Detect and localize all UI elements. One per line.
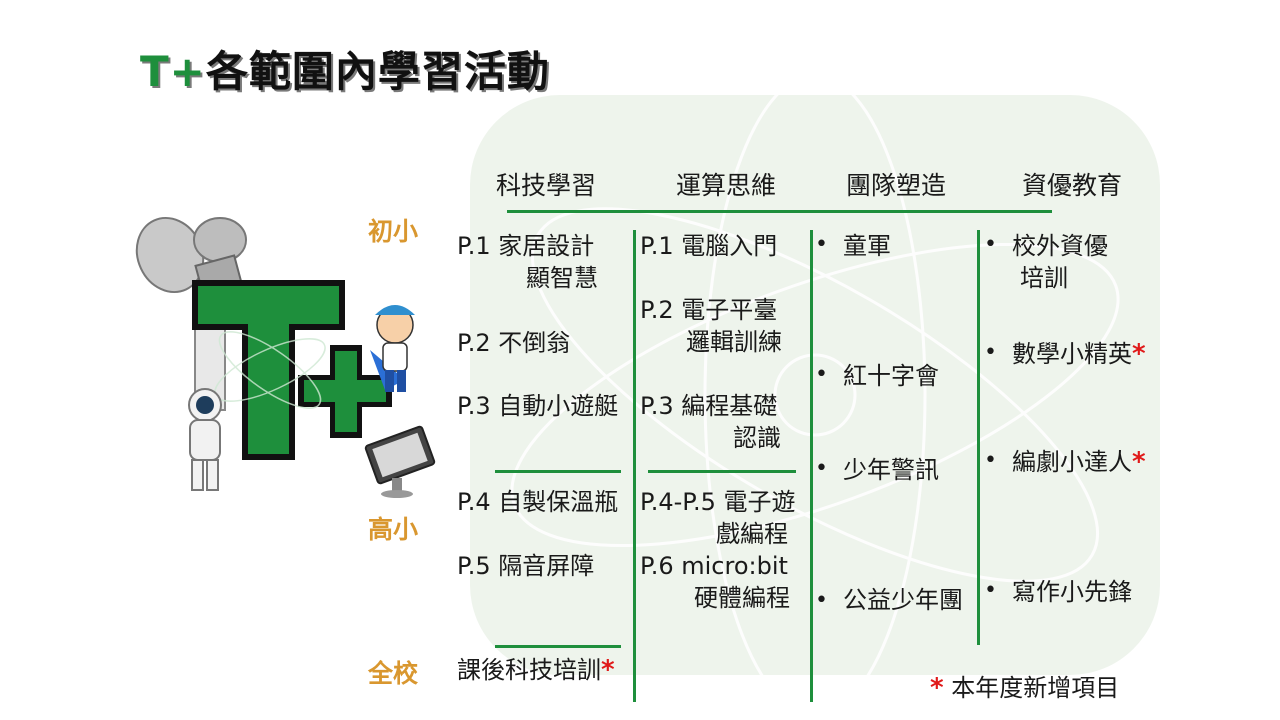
legend-text: 本年度新增項目 <box>951 674 1120 702</box>
tech-p5: P.5 隔音屏障 <box>457 552 595 580</box>
header-tech: 科技學習 <box>495 171 596 200</box>
tech-p1: P.1 家居設計 <box>457 230 594 262</box>
legend-note: * 本年度新增項目 <box>930 668 1119 703</box>
column-divider-2 <box>810 230 813 702</box>
gifted-item-1-line1: 校外資優 <box>1012 232 1108 260</box>
gifted-bullet-4: • <box>984 578 997 603</box>
comp-level-divider <box>648 470 796 473</box>
atom-decoration <box>510 95 1120 675</box>
team-item-2: 紅十字會 <box>843 362 939 390</box>
gifted-item-1-line2: 培訓 <box>1020 264 1068 292</box>
comp-p3-line1: P.3 編程基礎 <box>640 392 778 420</box>
title-text: 各範圍內學習活動 <box>205 47 550 96</box>
tech-p1-code: P.1 <box>457 232 491 260</box>
gifted-item-4: 寫作小先鋒 <box>1012 578 1132 606</box>
header-team: 團隊塑造 <box>845 171 946 200</box>
gifted-item-3: 編劇小達人* <box>1012 446 1146 478</box>
tech-whole-label: 課後科技培訓 <box>457 656 601 684</box>
new-item-star: * <box>601 655 615 685</box>
comp-p1: P.1 電腦入門 <box>640 232 778 260</box>
tech-level-divider <box>495 470 621 473</box>
tech-p1-line2: 顯智慧 <box>526 264 598 292</box>
gifted-item-2: 數學小精英* <box>1012 338 1146 370</box>
tech-p1-line1: 家居設計 <box>498 232 595 260</box>
header-divider <box>507 210 1052 213</box>
comp-p3-line2: 認識 <box>733 424 781 452</box>
astronaut-icon <box>188 388 222 491</box>
new-item-star: * <box>1132 339 1146 369</box>
gifted-bullet-1: • <box>984 232 997 257</box>
comp-p2-line2: 邏輯訓練 <box>686 328 782 356</box>
tech-whole: 課後科技培訓* <box>457 654 615 686</box>
tech-whole-divider <box>495 645 621 648</box>
column-divider-3 <box>977 230 980 645</box>
header-gifted: 資優教育 <box>1021 171 1122 200</box>
level-lower: 初小 <box>368 217 419 246</box>
header-computational: 運算思維 <box>675 171 776 200</box>
gifted-item-2-label: 數學小精英 <box>1012 340 1132 368</box>
team-bullet-2: • <box>815 362 828 387</box>
kid-superhero-icon <box>370 305 415 392</box>
tech-p2: P.2 不倒翁 <box>457 329 571 357</box>
comp-p6-line2: 硬體編程 <box>694 584 790 612</box>
comp-p45-line2: 戲編程 <box>716 520 788 548</box>
team-bullet-1: • <box>815 232 828 257</box>
level-upper: 高小 <box>368 515 419 544</box>
team-item-1: 童軍 <box>843 232 891 260</box>
team-item-3: 少年警訊 <box>843 456 939 484</box>
title-prefix: T+ <box>140 47 206 96</box>
gifted-item-3-label: 編劇小達人 <box>1012 448 1132 476</box>
gifted-bullet-3: • <box>984 448 997 473</box>
comp-p2-line1: P.2 電子平臺 <box>640 296 778 324</box>
comp-p6-line1: P.6 micro:bit <box>640 552 788 580</box>
computer-monitor-icon <box>364 425 436 498</box>
level-whole: 全校 <box>368 659 419 688</box>
comp-p45-line1: P.4-P.5 電子遊 <box>640 488 796 516</box>
background-panel <box>470 95 1160 675</box>
tplus-illustration <box>135 217 436 498</box>
new-item-star: * <box>1132 447 1146 477</box>
team-item-4: 公益少年團 <box>843 586 963 614</box>
page-title: T+各範圍內學習活動 <box>140 38 550 99</box>
tech-p4: P.4 自製保溫瓶 <box>457 488 619 516</box>
gifted-bullet-2: • <box>984 340 997 365</box>
tech-p3: P.3 自動小遊艇 <box>457 392 619 420</box>
team-bullet-3: • <box>815 456 828 481</box>
team-bullet-4: • <box>815 588 828 613</box>
column-divider-1 <box>633 230 636 702</box>
legend-star: * <box>930 673 944 703</box>
